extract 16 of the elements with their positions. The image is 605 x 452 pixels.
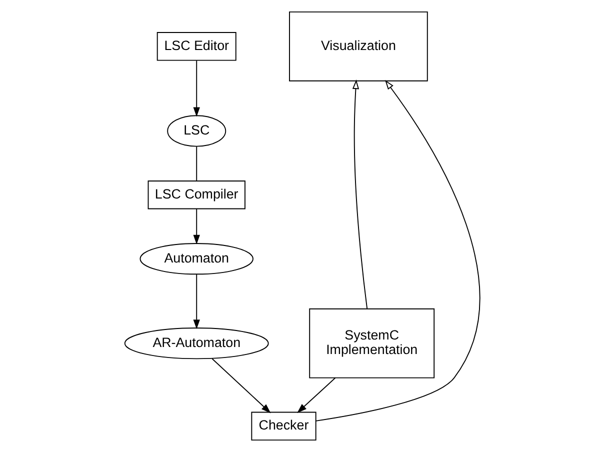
connector: [196, 146, 198, 182]
node-box: Checker: [251, 412, 316, 441]
node-box: Visualization: [289, 11, 428, 82]
node-box: LSC Editor: [156, 32, 236, 61]
arrow: [352, 79, 368, 310]
node-ellipse: LSC: [167, 115, 226, 147]
arrow: [297, 377, 336, 413]
arrow: [193, 274, 200, 330]
node-box: LSC Compiler: [148, 180, 246, 210]
node-ellipse: AR-Automaton: [124, 328, 269, 360]
arrow: [315, 80, 480, 422]
arrow: [212, 358, 271, 414]
node-ellipse: Automaton: [140, 242, 254, 275]
node-box: SystemC Implementation: [309, 308, 435, 378]
arrow: [193, 208, 200, 244]
arrow: [193, 60, 200, 117]
